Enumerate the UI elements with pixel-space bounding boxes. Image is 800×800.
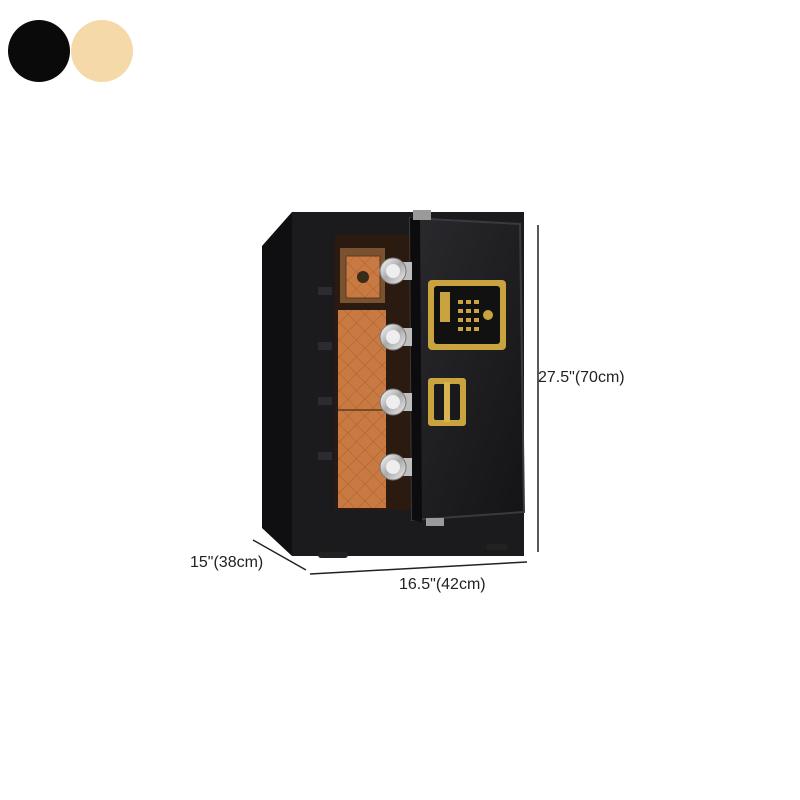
depth-dimension-label: 15"(38cm) xyxy=(190,554,264,571)
safe-foot-right xyxy=(486,544,508,550)
safe-door[interactable] xyxy=(379,210,526,526)
safe-foot-left xyxy=(318,552,348,558)
electronic-keypad[interactable] xyxy=(428,280,506,350)
keypad-key-lock xyxy=(483,310,493,320)
width-dimension-label: 16.5"(42cm) xyxy=(399,576,486,593)
keypad-display xyxy=(440,292,450,322)
door-hinge-top xyxy=(413,210,431,220)
color-swatch-tan[interactable] xyxy=(71,20,133,82)
color-swatch-black[interactable] xyxy=(8,20,70,82)
safe-side-bolts xyxy=(318,287,332,460)
height-dimension-label: 27.5"(70cm) xyxy=(538,369,625,386)
door-bolts xyxy=(379,257,412,481)
door-handle[interactable] xyxy=(428,378,466,426)
lockbox-keyhole xyxy=(357,271,369,283)
width-dimension-line xyxy=(309,561,528,575)
keypad-buttons[interactable] xyxy=(458,300,479,331)
door-hinge-bottom xyxy=(426,518,444,526)
depth-dimension-line xyxy=(252,539,307,571)
safe-left-side xyxy=(262,212,292,556)
